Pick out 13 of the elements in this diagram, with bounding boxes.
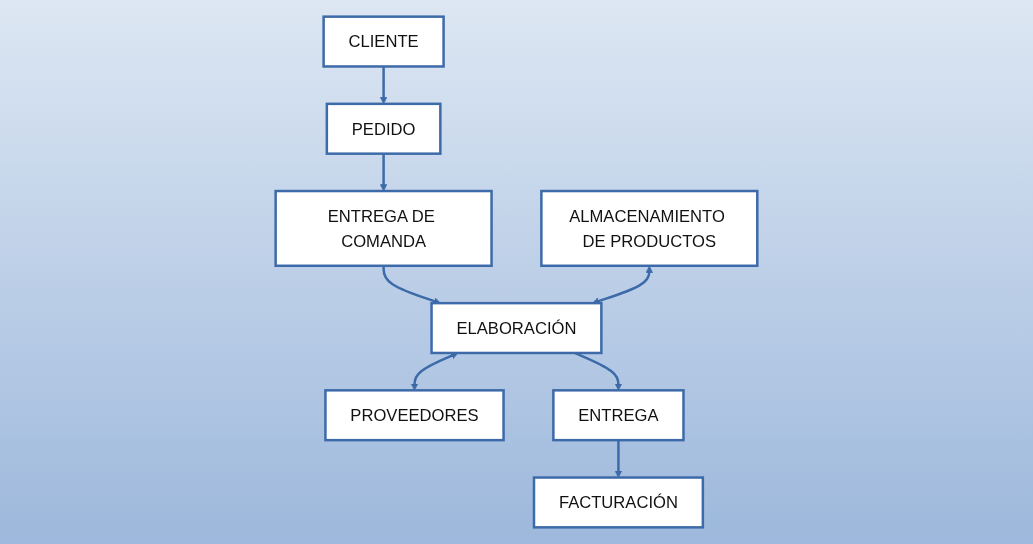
node-box: PEDIDO	[325, 102, 442, 155]
node-box: FACTURACIÓN	[532, 476, 705, 529]
node-box: PROVEEDORES	[324, 389, 505, 442]
node-box: ALMACENAMIENTO DE PRODUCTOS	[540, 189, 759, 267]
arrow	[614, 440, 623, 478]
arrow	[592, 265, 653, 305]
node-box: CLIENTE	[322, 15, 445, 68]
node-box: ENTREGA DE COMANDA	[274, 189, 493, 267]
arrow	[379, 153, 388, 192]
node-box: ELABORACIÓN	[430, 301, 603, 355]
node-box: ENTREGA	[552, 389, 685, 442]
arrow	[382, 265, 441, 305]
arrow	[410, 352, 459, 391]
